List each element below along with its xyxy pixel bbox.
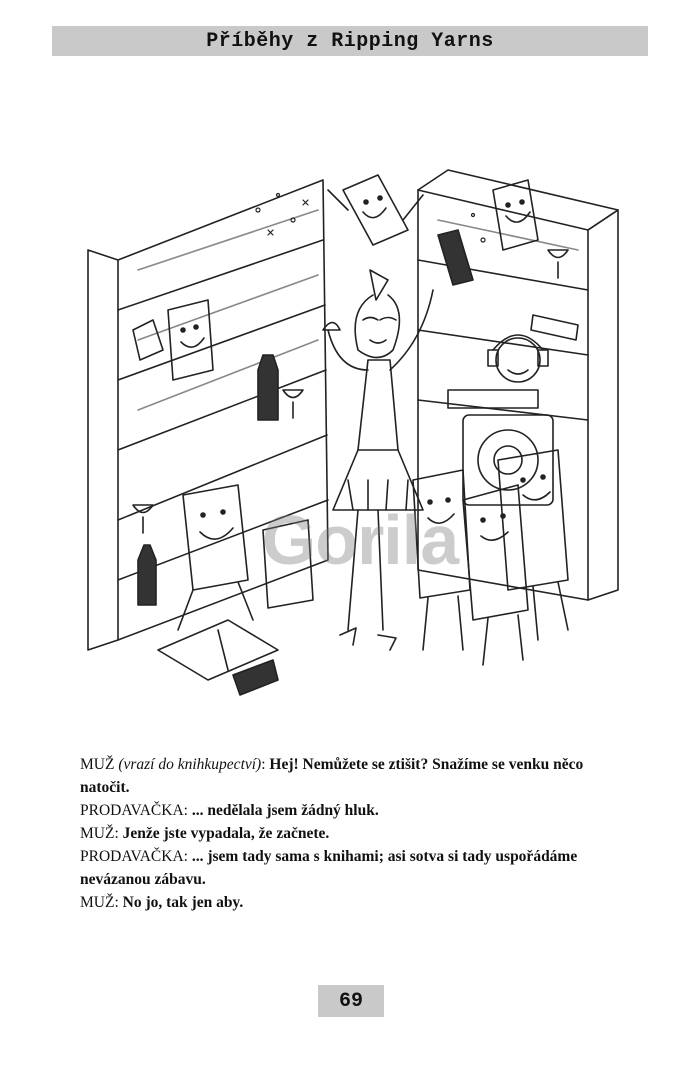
flying-book bbox=[327, 174, 424, 246]
speaker-colon: : bbox=[114, 894, 123, 911]
illustration-drawing bbox=[87, 169, 619, 696]
speaker-name: MUŽ bbox=[80, 894, 115, 911]
book-title: Příběhy z Ripping Yarns bbox=[206, 29, 494, 53]
speech-text: Jenže jste vypadala, že začnete. bbox=[122, 825, 330, 842]
speech-text: ... nedělala jsem žádný hluk. bbox=[191, 802, 379, 819]
page-number-box: 69 bbox=[318, 985, 384, 1017]
speech-text: ... jsem tady sama s knihami; asi sotva … bbox=[80, 848, 578, 888]
dialogue-line: PRODAVAČKA: ... jsem tady sama s knihami… bbox=[80, 845, 600, 891]
speaker-colon: : bbox=[183, 848, 192, 865]
books-bottom-left bbox=[157, 484, 314, 681]
page-number: 69 bbox=[338, 989, 363, 1013]
stage-direction: (vrazí do knihkupectví) bbox=[114, 756, 262, 773]
dialogue-line: MUŽ (vrazí do knihkupectví): Hej! Nemůže… bbox=[80, 753, 600, 799]
bottles bbox=[132, 229, 579, 696]
speech-text: Hej! Nemůžete se ztišit? Snažíme se venk… bbox=[80, 756, 584, 796]
speaker-name: MUŽ bbox=[80, 825, 115, 842]
dialogue-text: MUŽ (vrazí do knihkupectví): Hej! Nemůže… bbox=[80, 753, 600, 914]
dj-figure bbox=[447, 334, 554, 506]
right-bookcase bbox=[417, 169, 619, 601]
book-left-shelf bbox=[167, 299, 214, 381]
left-bookcase bbox=[87, 179, 329, 651]
running-header: Příběhy z Ripping Yarns bbox=[52, 26, 648, 56]
speaker-colon: : bbox=[183, 802, 192, 819]
speaker-name: PRODAVAČKA bbox=[80, 802, 184, 819]
party-illustration bbox=[78, 150, 628, 710]
dialogue-line: MUŽ: No jo, tak jen aby. bbox=[80, 891, 600, 914]
dancing-books bbox=[412, 449, 569, 666]
speaker-colon: : bbox=[261, 756, 270, 773]
woman-figure bbox=[322, 269, 434, 651]
speech-text: No jo, tak jen aby. bbox=[122, 894, 244, 911]
confetti bbox=[255, 192, 486, 243]
speaker-name: MUŽ bbox=[80, 756, 115, 773]
book-top-right bbox=[492, 179, 539, 251]
dialogue-line: PRODAVAČKA: ... nedělala jsem žádný hluk… bbox=[80, 799, 600, 822]
wine-glasses bbox=[132, 249, 569, 534]
dialogue-line: MUŽ: Jenže jste vypadala, že začnete. bbox=[80, 822, 600, 845]
speaker-colon: : bbox=[114, 825, 123, 842]
speaker-name: PRODAVAČKA bbox=[80, 848, 184, 865]
